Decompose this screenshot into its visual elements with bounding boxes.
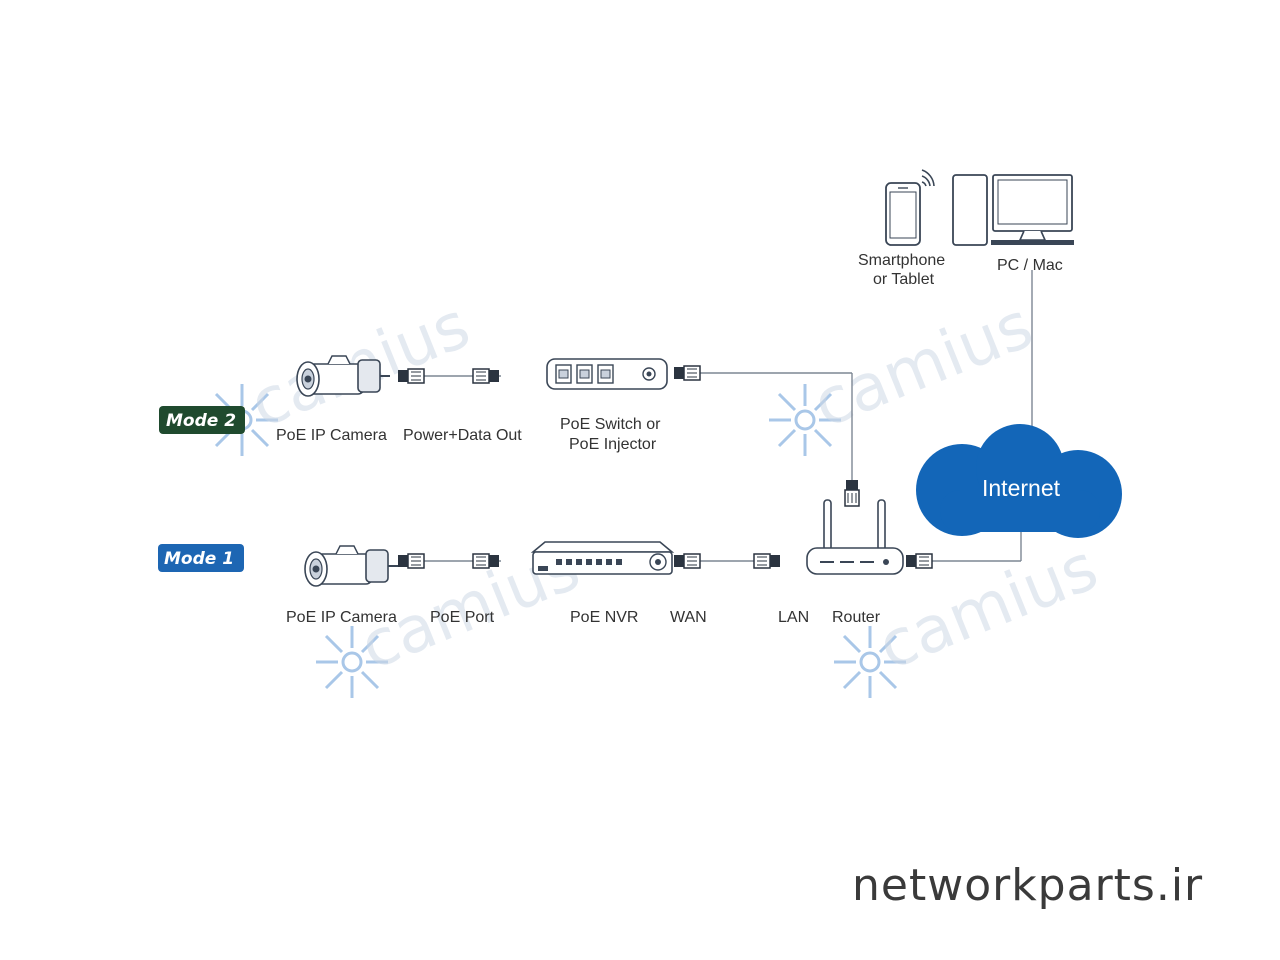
svg-text:Mode 2: Mode 2	[166, 411, 236, 431]
rj45-plug-icon	[397, 368, 425, 384]
mode2-badge: Mode 2	[159, 406, 245, 434]
poe-port-label: PoE Port	[430, 609, 495, 626]
mode1-camera-label: PoE IP Camera	[286, 609, 397, 626]
svg-text:camius: camius	[868, 531, 1108, 685]
nvr-icon	[530, 541, 675, 575]
wan-label: WAN	[670, 609, 707, 626]
pc-tower-icon	[952, 174, 988, 246]
poe-nvr-label: PoE NVR	[570, 609, 638, 626]
router-label: Router	[832, 609, 881, 626]
cloud-icon: Internet	[916, 424, 1122, 538]
wifi-signal-icon	[921, 169, 935, 187]
router-icon	[806, 499, 904, 575]
rj45-plug-icon	[397, 553, 425, 569]
internet-label: Internet	[982, 475, 1061, 501]
rj45-plug-icon	[673, 553, 701, 569]
svg-text:camius: camius	[803, 289, 1043, 443]
rj45-plug-icon	[472, 368, 500, 384]
poe-injector-label: PoE Injector	[569, 436, 657, 453]
bullet-camera-icon	[304, 545, 399, 587]
poe-switch-icon	[546, 358, 668, 390]
lan-label: LAN	[778, 609, 809, 626]
bullet-camera-icon	[296, 355, 391, 397]
mode2-camera-label: PoE IP Camera	[276, 427, 387, 444]
pc-mac-label: PC / Mac	[997, 257, 1063, 274]
rj45-plug-icon	[673, 365, 701, 381]
rj45-plug-icon	[753, 553, 781, 569]
power-data-out-label: Power+Data Out	[403, 427, 522, 444]
rj45-plug-icon	[844, 479, 860, 507]
smartphone-label: Smartphone	[858, 252, 945, 269]
rj45-plug-icon	[905, 553, 933, 569]
monitor-icon	[991, 174, 1074, 245]
svg-text:Mode 1: Mode 1	[164, 549, 234, 569]
smartphone-icon	[885, 182, 921, 246]
brand-logo: networkparts.ir	[852, 860, 1203, 911]
poe-switch-label: PoE Switch or	[560, 416, 661, 433]
tablet-label: or Tablet	[873, 271, 935, 288]
mode1-badge: Mode 1	[158, 544, 244, 572]
rj45-plug-icon	[472, 553, 500, 569]
